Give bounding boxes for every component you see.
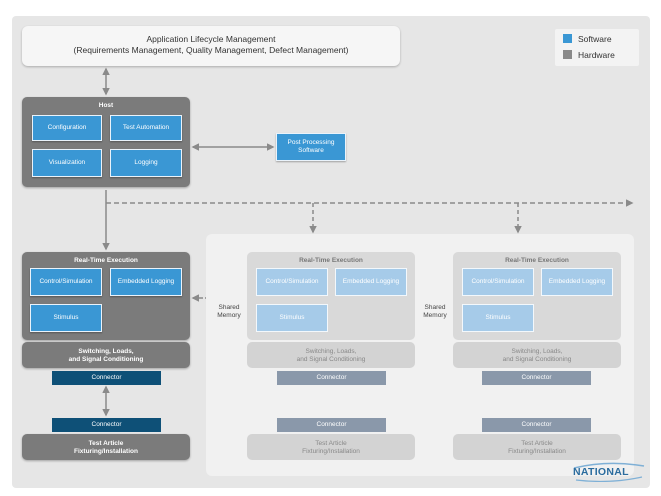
post-processing-line2: Software (298, 147, 324, 154)
shared-memory-label-2: Shared Memory (413, 304, 457, 320)
control-simulation-block-3: Control/Simulation (462, 268, 534, 296)
stimulus-block-2: Stimulus (256, 304, 328, 332)
national-logo: NATIONAL (572, 462, 646, 482)
test-automation-block: Test Automation (110, 115, 182, 141)
switching-line2-1: and Signal Conditioning (68, 356, 144, 363)
switching-line1-1: Switching, Loads, (78, 348, 134, 355)
logo-text: NATIONAL (573, 466, 629, 478)
shared-memory-line2-2: Memory (423, 312, 447, 319)
embedded-logging-block-2: Embedded Logging (335, 268, 407, 296)
legend-item-hardware: Hardware (563, 50, 615, 60)
software-swatch (563, 34, 572, 43)
connector-top-1: Connector (52, 371, 161, 385)
rte-title-3: Real-Time Execution (505, 257, 569, 264)
switching-line2-2: and Signal Conditioning (296, 356, 366, 363)
test-article-line2-2: Fixturing/Installation (302, 448, 360, 455)
test-article-line2-3: Fixturing/Installation (508, 448, 566, 455)
switching-line1-2: Switching, Loads, (305, 348, 357, 355)
legend-item-software: Software (563, 34, 612, 44)
connector-top-2: Connector (277, 371, 386, 385)
logo-swoosh-icon (573, 462, 645, 482)
legend: Software Hardware (555, 29, 639, 66)
shared-memory-line1-1: Shared (218, 304, 240, 311)
stimulus-block-3: Stimulus (462, 304, 534, 332)
control-simulation-block-2: Control/Simulation (256, 268, 328, 296)
visualization-block: Visualization (32, 149, 102, 177)
switching-line2-3: and Signal Conditioning (502, 356, 572, 363)
test-article-box-3: Test Article Fixturing/Installation (453, 434, 621, 460)
legend-label-software: Software (578, 34, 612, 44)
embedded-logging-block-3: Embedded Logging (541, 268, 613, 296)
post-processing-software-block: Post Processing Software (276, 133, 346, 161)
connector-top-3: Connector (482, 371, 591, 385)
test-article-line1-3: Test Article (521, 440, 553, 447)
application-lifecycle-management-box: Application Lifecycle Management (Requir… (22, 26, 400, 66)
stimulus-block-1: Stimulus (30, 304, 102, 332)
rte-title-1: Real-Time Execution (74, 257, 138, 264)
post-processing-line1: Post Processing (287, 139, 335, 146)
test-article-box-2: Test Article Fixturing/Installation (247, 434, 415, 460)
shared-memory-line1-2: Shared (424, 304, 446, 311)
test-article-box-1: Test Article Fixturing/Installation (22, 434, 190, 460)
test-article-line2-1: Fixturing/Installation (74, 448, 138, 455)
connector-bottom-3: Connector (482, 418, 591, 432)
embedded-logging-block-1: Embedded Logging (110, 268, 182, 296)
shared-memory-label-1: Shared Memory (206, 304, 252, 320)
switching-loads-box-1: Switching, Loads, and Signal Conditionin… (22, 342, 190, 368)
hardware-swatch (563, 50, 572, 59)
connector-bottom-1: Connector (52, 418, 161, 432)
test-article-line1-2: Test Article (315, 440, 347, 447)
host-title: Host (98, 102, 114, 109)
switching-line1-3: Switching, Loads, (511, 348, 563, 355)
alm-title: Application Lifecycle Management (146, 34, 276, 44)
test-article-line1-1: Test Article (88, 440, 124, 447)
rte-title-2: Real-Time Execution (299, 257, 363, 264)
switching-loads-box-3: Switching, Loads, and Signal Conditionin… (453, 342, 621, 368)
configuration-block: Configuration (32, 115, 102, 141)
alm-subtitle: (Requirements Management, Quality Manage… (73, 45, 349, 55)
logging-block: Logging (110, 149, 182, 177)
control-simulation-block-1: Control/Simulation (30, 268, 102, 296)
shared-memory-line2-1: Memory (217, 312, 241, 319)
legend-label-hardware: Hardware (578, 50, 615, 60)
connector-bottom-2: Connector (277, 418, 386, 432)
switching-loads-box-2: Switching, Loads, and Signal Conditionin… (247, 342, 415, 368)
